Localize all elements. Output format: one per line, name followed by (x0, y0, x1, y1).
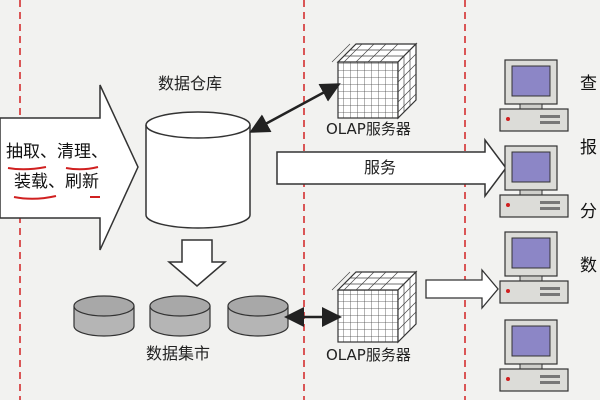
red-underline-annotation (65, 166, 99, 171)
red-underline-annotation (13, 195, 57, 200)
service-arrow (276, 137, 507, 199)
olap-bottom-label: OLAP服务器 (326, 346, 411, 364)
client-computer-icon (499, 145, 569, 218)
olap-top-label: OLAP服务器 (326, 120, 411, 138)
data-mart-disk-icon (149, 295, 211, 337)
data-mart-disk-icon (227, 295, 289, 337)
client-label-report: 报 (580, 138, 597, 158)
client-label-query: 查 (580, 74, 597, 94)
down-arrow (166, 239, 228, 287)
etl-label-line2: 装载、刷新 (14, 172, 99, 192)
data-warehouse-cylinder-icon (145, 111, 251, 229)
olap-to-client-arrow (425, 268, 499, 310)
warehouse-olap-double-arrow (249, 83, 341, 133)
datamart-label: 数据集市 (146, 344, 211, 363)
client-computer-icon (499, 231, 569, 304)
service-label: 服务 (364, 158, 397, 177)
olap-server-bottom-cube-icon (331, 270, 418, 344)
data-mart-disk-icon (73, 295, 135, 337)
olap-server-top-cube-icon (331, 42, 418, 120)
red-underline-annotation (7, 166, 47, 171)
client-label-datamining: 数 (580, 256, 597, 276)
etl-label-line1: 抽取、清理、 (6, 142, 108, 162)
warehouse-label: 数据仓库 (158, 74, 223, 93)
client-computer-icon (499, 59, 569, 132)
client-label-analysis: 分 (580, 202, 597, 222)
client-computer-icon (499, 319, 569, 392)
